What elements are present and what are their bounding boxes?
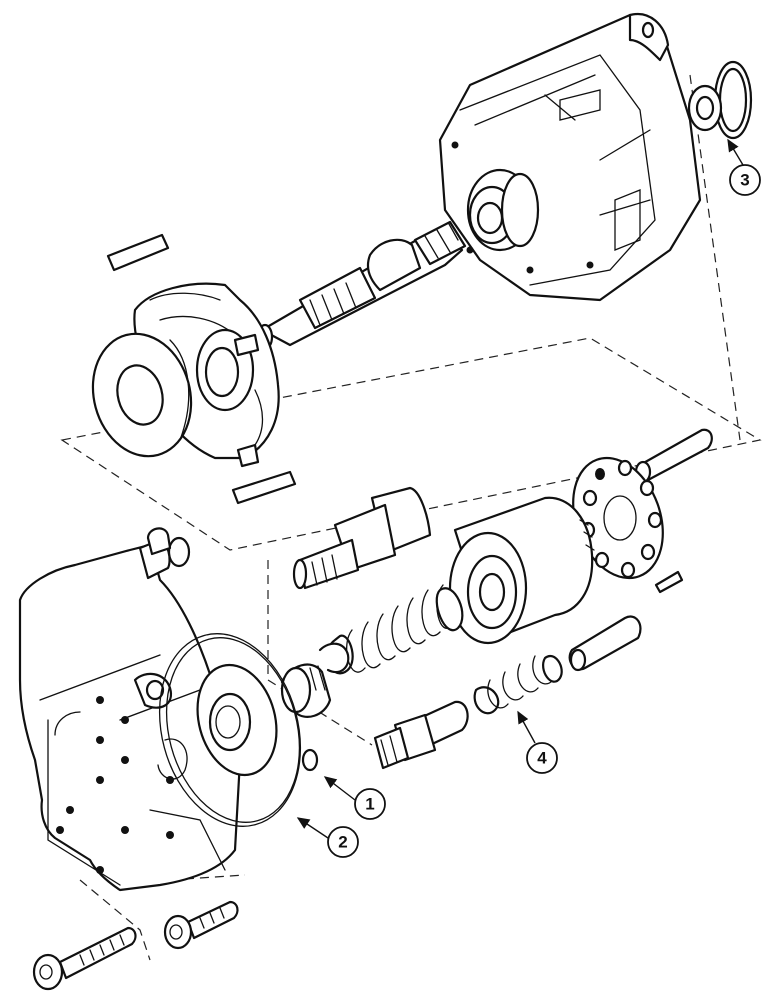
callout-1-label: 1	[365, 795, 374, 814]
valve-plate	[572, 456, 664, 580]
thrust-washer	[91, 332, 193, 458]
key-pin-top	[106, 233, 170, 272]
drive-shaft	[256, 220, 467, 351]
cylinder-barrel	[448, 496, 595, 645]
assembly-dashed-lines	[60, 74, 762, 961]
adjuster-bolt	[373, 700, 469, 770]
retainer-cone	[280, 642, 350, 718]
callout-3: 3	[727, 138, 761, 196]
callout-2: 2	[296, 817, 359, 858]
pump-housing	[438, 12, 702, 302]
snap-ring-washer	[687, 60, 753, 140]
end-cover	[18, 527, 242, 892]
cap-screw-short	[163, 900, 239, 950]
small-spring	[473, 655, 563, 715]
key-pin-bottom	[231, 470, 297, 505]
callout-1: 1	[323, 776, 386, 820]
swashplate	[133, 282, 280, 468]
o-ring-small-1	[167, 536, 191, 568]
callout-4-label: 4	[537, 749, 547, 768]
callout-4: 4	[517, 710, 558, 774]
plunger	[292, 486, 432, 590]
cap-screw-long	[32, 926, 137, 991]
o-ring-small-2	[301, 748, 319, 772]
callout-2-label: 2	[338, 833, 347, 852]
port-plate	[196, 663, 278, 777]
small-dowel	[654, 570, 684, 594]
gasket-ring	[158, 633, 302, 827]
callout-3-label: 3	[740, 171, 749, 190]
